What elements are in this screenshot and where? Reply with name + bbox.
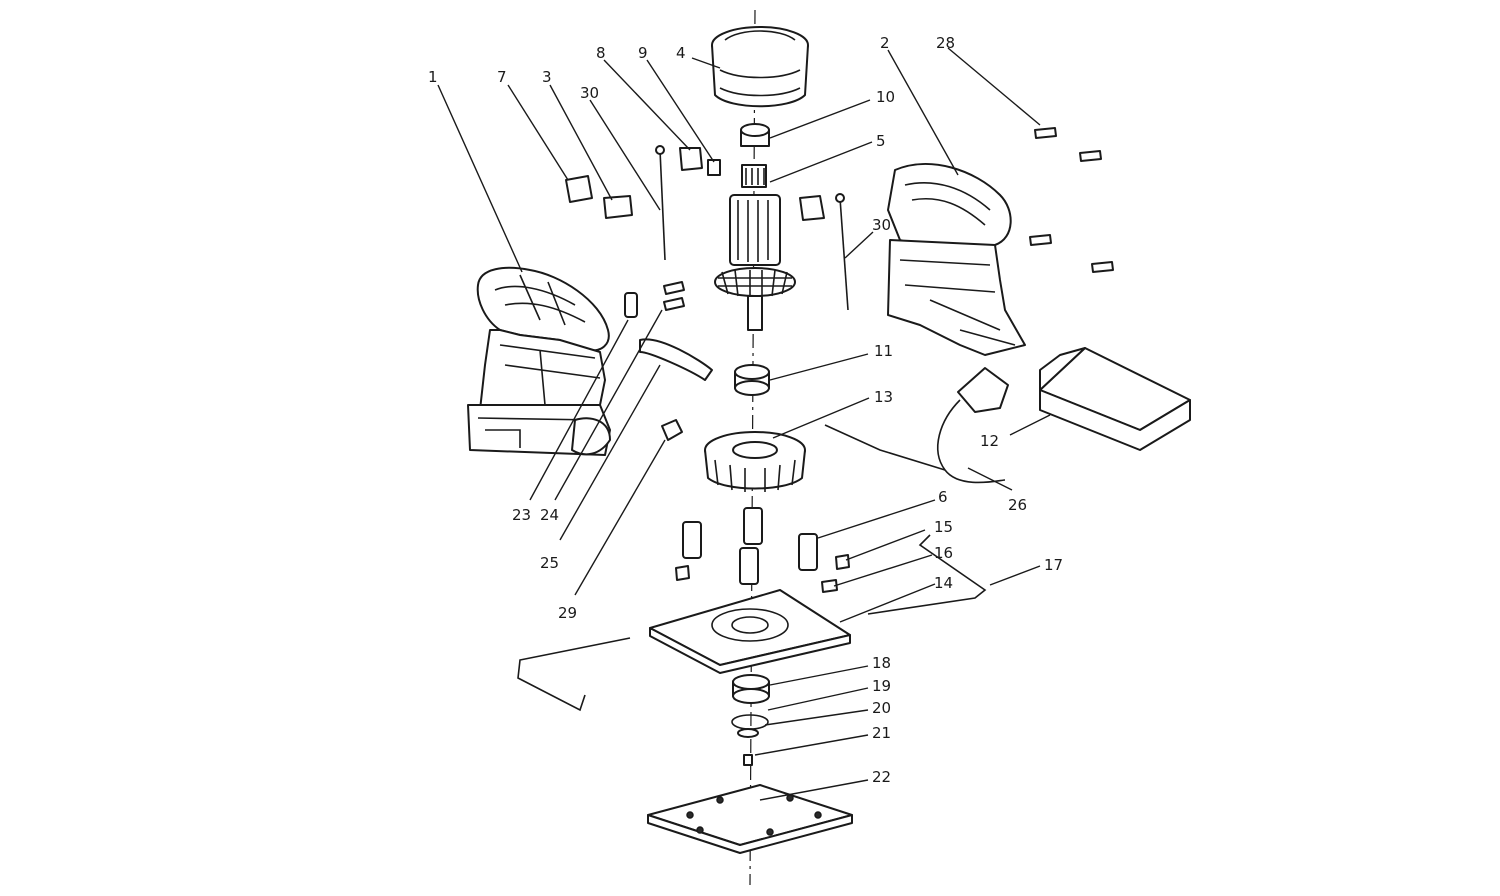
callout-5: 5 (876, 132, 886, 150)
dust-box-part (1039, 347, 1191, 451)
callout-15: 15 (934, 518, 953, 536)
callout-1: 1 (428, 68, 438, 86)
brush-3 (603, 195, 633, 219)
callout-3: 3 (542, 68, 552, 86)
lower-bearing-part (734, 364, 770, 396)
power-cord-part (824, 367, 1009, 484)
sanding-pad-part (647, 784, 853, 854)
callout-24: 24 (540, 506, 559, 524)
cord-guard-25 (639, 338, 713, 381)
damping-columns-part (682, 507, 818, 585)
brush-holder-7 (565, 175, 593, 203)
callout-14: 14 (934, 574, 953, 592)
small-parts (565, 127, 1114, 593)
screw-24b (663, 297, 685, 311)
screw-16 (821, 579, 838, 593)
callout-11: 11 (874, 342, 893, 360)
screw-28a (1034, 127, 1057, 139)
callout-25: 25 (540, 554, 559, 572)
screw-24a (663, 281, 685, 295)
callout-20: 20 (872, 699, 891, 717)
callout-19: 19 (872, 677, 891, 695)
screw-28d (1091, 261, 1114, 273)
callout-18: 18 (872, 654, 891, 672)
callout-4: 4 (676, 44, 686, 62)
screw-15 (835, 554, 850, 570)
left-housing-part (467, 266, 611, 456)
callout-10: 10 (876, 88, 895, 106)
clamp-wires-part (517, 534, 987, 712)
callout-9: 9 (638, 44, 648, 62)
base-plate-part (649, 589, 851, 674)
callout-30-right: 30 (872, 216, 891, 234)
top-bearing-part (740, 123, 770, 147)
armature-rotor-part (714, 164, 796, 331)
callout-8: 8 (596, 44, 606, 62)
fan-housing-part (711, 26, 809, 108)
callout-12: 12 (980, 432, 999, 450)
callout-13: 13 (874, 388, 893, 406)
lower-stack-parts (731, 674, 770, 766)
callout-6: 6 (938, 488, 948, 506)
callout-7: 7 (497, 68, 507, 86)
fan-counterweight-part (704, 431, 806, 492)
callout-26: 26 (1008, 496, 1027, 514)
brush-right (799, 195, 825, 221)
leader-lines (437, 47, 1051, 801)
screw-28c (1029, 234, 1052, 246)
callout-28: 28 (936, 34, 955, 52)
callout-21: 21 (872, 724, 891, 742)
clip-29 (661, 419, 683, 441)
callout-29: 29 (558, 604, 577, 622)
callout-17: 17 (1044, 556, 1063, 574)
screw-small-left (675, 565, 690, 581)
callout-labels: 1 2 3 4 5 6 7 8 9 10 11 12 13 14 15 16 1… (428, 34, 1063, 786)
right-housing-part (887, 163, 1026, 356)
callout-23: 23 (512, 506, 531, 524)
brush-9 (707, 159, 721, 176)
screw-28b (1079, 150, 1102, 162)
part-23 (624, 292, 638, 318)
callout-22: 22 (872, 768, 891, 786)
brush-holder-8 (679, 147, 703, 171)
callout-16: 16 (934, 544, 953, 562)
callout-2: 2 (880, 34, 890, 52)
callout-30-left: 30 (580, 84, 599, 102)
